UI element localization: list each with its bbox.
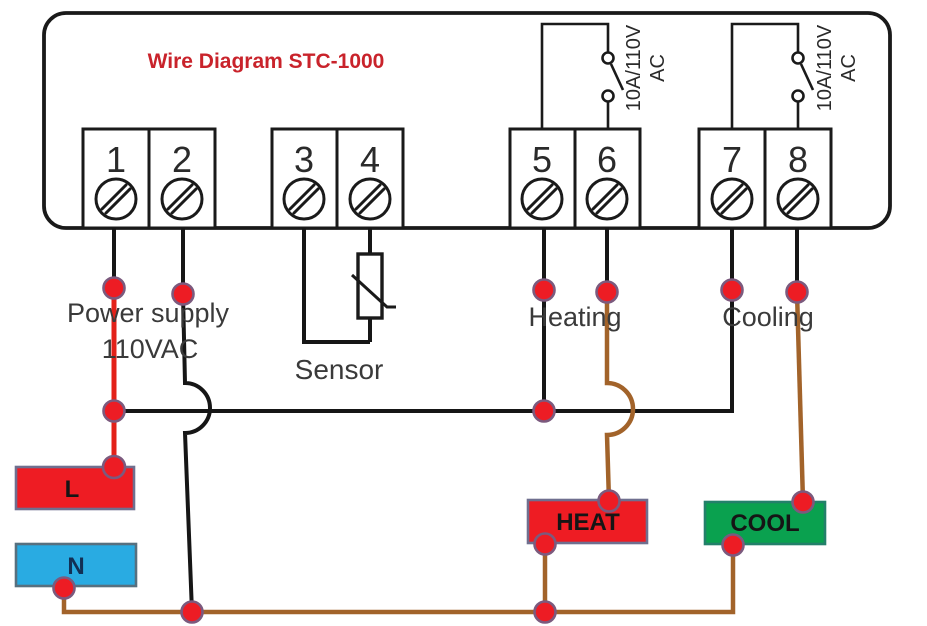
relay-cooling-unit-label: AC [838, 54, 860, 82]
thermistor-body-icon [356, 252, 384, 320]
junction-dot [532, 278, 556, 302]
relay-cooling-rating-label: 10A/110V [814, 24, 836, 111]
junction-dot [52, 576, 76, 600]
sensor-circuit [302, 228, 396, 344]
relay-cooling-wire [730, 22, 800, 129]
junction-dot [533, 600, 557, 624]
terminal-number-2: 2 [172, 139, 192, 180]
sensor-label: Sensor [295, 354, 384, 385]
junction-dot [532, 399, 556, 423]
terminal-number-3: 3 [294, 139, 314, 180]
neutral-tag-label: N [67, 553, 84, 580]
junction-dot [102, 276, 126, 300]
terminal-number-1: 1 [106, 139, 126, 180]
relay-heating: 10A/110V AC [540, 22, 669, 129]
junction-dots [52, 276, 815, 624]
live-tag-label: L [65, 476, 80, 503]
relay-contact-icon [601, 51, 615, 65]
controller-enclosure [42, 11, 892, 230]
relay-arm-icon [609, 63, 625, 91]
junction-dot [720, 278, 744, 302]
heating-label: Heating [528, 302, 621, 332]
relay-cooling: 10A/110V AC [730, 22, 860, 129]
screw-icon [282, 177, 326, 221]
terminal-number-7: 7 [722, 139, 742, 180]
power-supply-label-line1: Power supply [67, 298, 230, 328]
junction-dot [171, 282, 195, 306]
screw-icon [94, 177, 138, 221]
diagram-title: Wire Diagram STC-1000 [148, 50, 385, 73]
relay-contact-icon [791, 89, 805, 103]
thermistor-diagonal-icon [350, 273, 396, 309]
relay-contact-icon [791, 51, 805, 65]
relay-heating-rating-label: 10A/110V [623, 24, 645, 111]
relay-heating-wire [540, 22, 610, 129]
heat-tag: HEAT [526, 498, 649, 545]
terminal-number-6: 6 [597, 139, 617, 180]
wire-sensor-left [302, 228, 370, 344]
relay-contact-icon [601, 89, 615, 103]
screw-icon [520, 177, 564, 221]
junction-dot [533, 532, 557, 556]
junction-dot [101, 454, 127, 480]
screw-icon [585, 177, 629, 221]
screw-icon [160, 177, 204, 221]
relay-arm-icon [799, 63, 815, 91]
terminal-number-4: 4 [360, 139, 380, 180]
cool-tag-label: COOL [730, 510, 799, 537]
wire-cool-load [794, 291, 806, 503]
junction-dot [791, 490, 815, 514]
screw-icon [710, 177, 754, 221]
junction-dot [785, 280, 809, 304]
neutral-tag: N [14, 542, 138, 588]
junction-dot [180, 600, 204, 624]
power-supply-label-line2: 110VAC [102, 334, 199, 364]
heat-tag-label: HEAT [556, 509, 620, 536]
wire-neutral-bus [61, 545, 736, 615]
terminal-number-8: 8 [788, 139, 808, 180]
terminal-screws [94, 177, 820, 221]
cooling-label: Cooling [722, 302, 814, 332]
relay-heating-unit-label: AC [647, 54, 669, 82]
wire-neutral-terminal2 [181, 228, 212, 613]
screw-icon [776, 177, 820, 221]
junction-dot [102, 399, 126, 423]
screw-icon [348, 177, 392, 221]
wire-heat-load [604, 292, 636, 502]
junction-dot [595, 280, 619, 304]
terminal-number-5: 5 [532, 139, 552, 180]
junction-dot [721, 533, 745, 557]
neutral-tag-box [14, 542, 138, 588]
junction-dot [597, 489, 621, 513]
